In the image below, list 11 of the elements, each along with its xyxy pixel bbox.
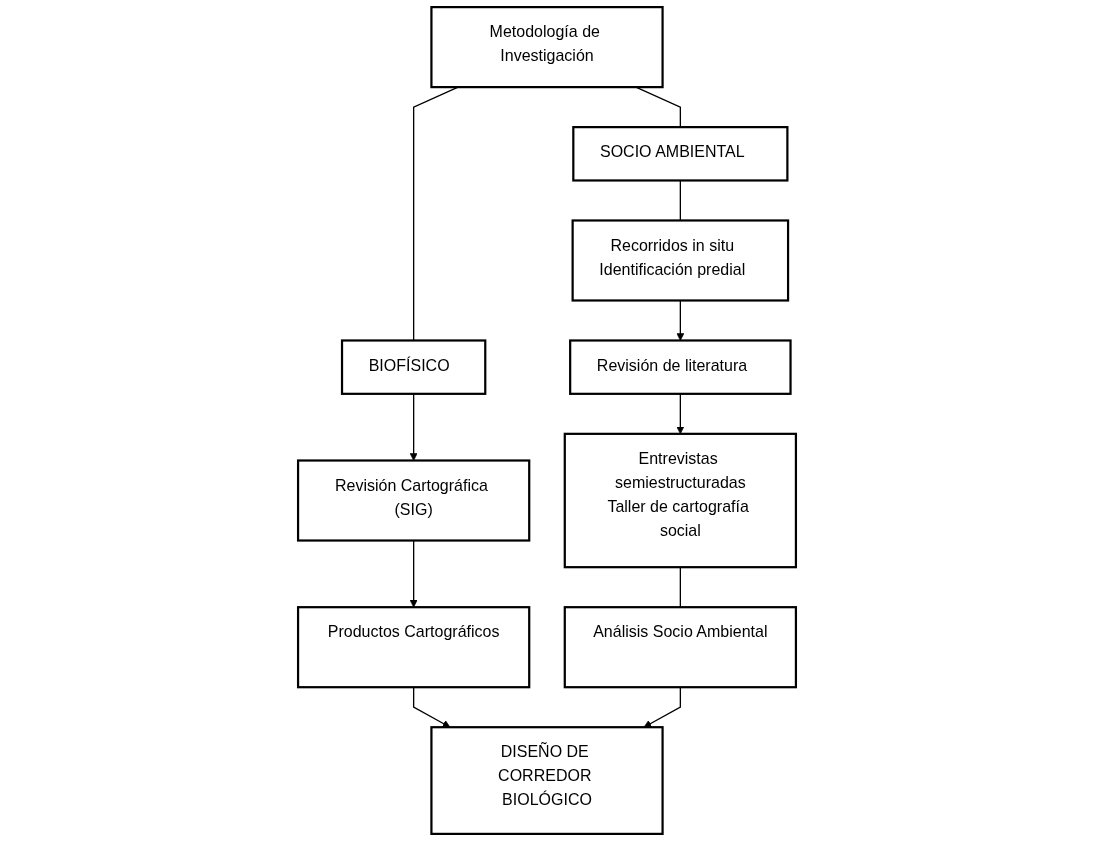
- node-box: Revisión de literatura: [569, 339, 792, 395]
- node-box: Entrevistas semiestructuradas Taller de cartografía social: [563, 432, 798, 569]
- node-box: Recorridos in situ Identificación predial: [571, 219, 790, 302]
- node-box: SOCIO AMBIENTAL: [572, 126, 789, 182]
- node-box: Productos Cartográficos: [296, 606, 531, 689]
- node-box: Metodología de Investigación: [430, 6, 664, 89]
- node-box: DISEÑO DE CORREDOR BIOLÓGICO: [430, 726, 664, 835]
- node-box: Revisión Cartográfica (SIG): [296, 459, 531, 542]
- arrow: [409, 393, 418, 461]
- node-box: Análisis Socio Ambiental: [563, 606, 798, 689]
- node-box: BIOFÍSICO: [340, 339, 487, 395]
